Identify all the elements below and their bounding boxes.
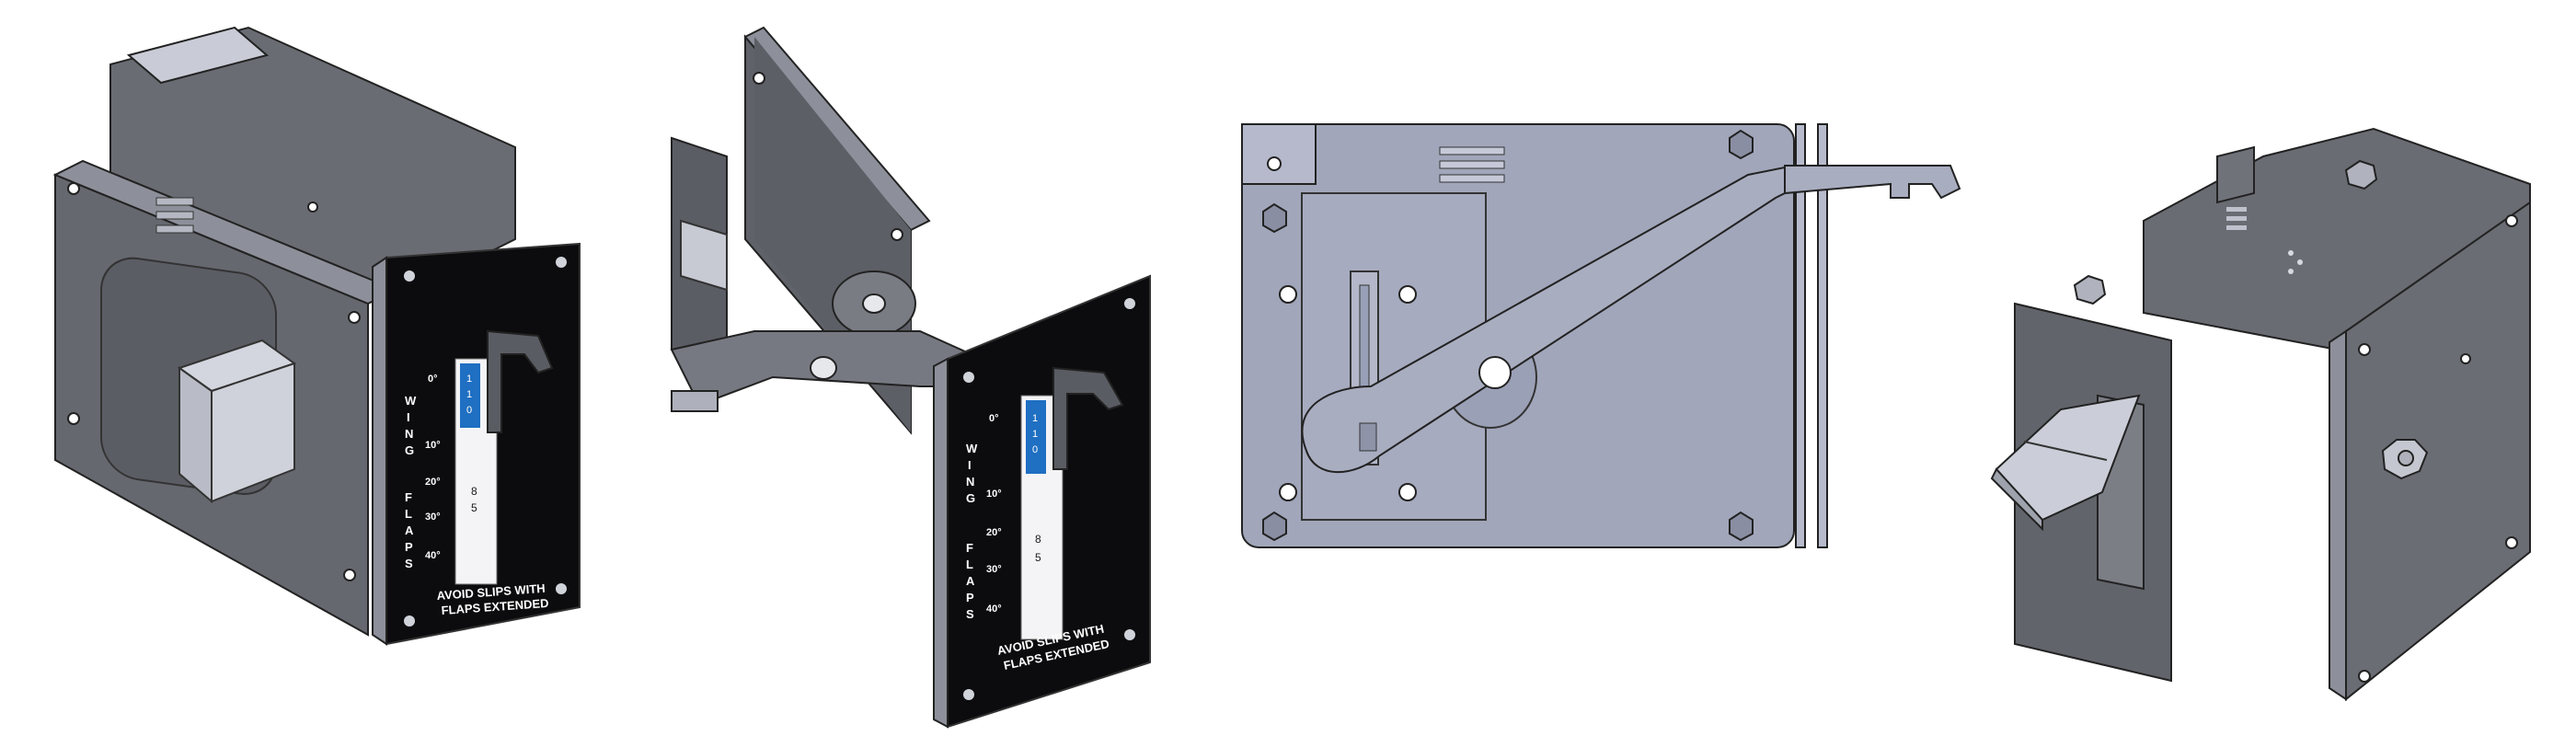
flaps-letter: S xyxy=(966,607,975,621)
wing-letter: G xyxy=(966,491,976,505)
flaps-letter: A xyxy=(405,523,414,537)
tape-mark-8: 8 xyxy=(1035,533,1041,546)
tick-40: 40° xyxy=(986,604,1002,615)
tick-10: 10° xyxy=(986,489,1002,500)
flaps-letter: F xyxy=(405,490,413,504)
tick-0: 0° xyxy=(989,413,999,424)
tape-mark-3: 0 xyxy=(1032,444,1038,455)
flaps-letter: A xyxy=(966,574,975,588)
tick-20: 20° xyxy=(986,527,1002,538)
tick-10: 10° xyxy=(425,440,441,451)
view-iso-linkage: 1 1 0 8 5 0° 10° 20° 30° 40° W I N G F L… xyxy=(670,26,1151,729)
tick-40: 40° xyxy=(425,550,441,561)
tick-30: 30° xyxy=(425,512,441,523)
flaps-letter: F xyxy=(966,541,974,555)
tape-mark-8: 8 xyxy=(471,485,477,498)
flaps-letter: P xyxy=(405,540,414,554)
view-iso-rear-right xyxy=(1990,127,2531,702)
wing-letter: I xyxy=(407,410,411,424)
tape-mark-1: 1 xyxy=(466,374,472,385)
wing-letter: W xyxy=(966,442,978,455)
wing-letter: N xyxy=(966,475,975,489)
wing-letter: W xyxy=(405,394,417,408)
tape-mark-2: 1 xyxy=(466,389,472,400)
view-side-flat xyxy=(1241,123,1961,548)
wing-letter: I xyxy=(968,458,972,472)
flaps-letter: L xyxy=(405,507,413,521)
tape-mark-3: 0 xyxy=(466,405,472,416)
tape-mark-1: 1 xyxy=(1032,413,1038,424)
tape-mark-2: 1 xyxy=(1032,429,1038,440)
flaps-letter: L xyxy=(966,558,974,571)
flaps-letter: S xyxy=(405,557,414,570)
tick-0: 0° xyxy=(428,374,438,385)
tape-mark-5: 5 xyxy=(471,501,477,514)
tape-mark-5: 5 xyxy=(1035,551,1041,564)
tick-20: 20° xyxy=(425,477,441,488)
view-iso-front-left: 1 1 0 8 5 0° 10° 20° 30° 40° W I N G F L… xyxy=(52,26,581,646)
wing-letter: N xyxy=(405,427,414,441)
flaps-letter: P xyxy=(966,591,975,604)
tick-30: 30° xyxy=(986,564,1002,575)
wing-letter: G xyxy=(405,443,415,457)
